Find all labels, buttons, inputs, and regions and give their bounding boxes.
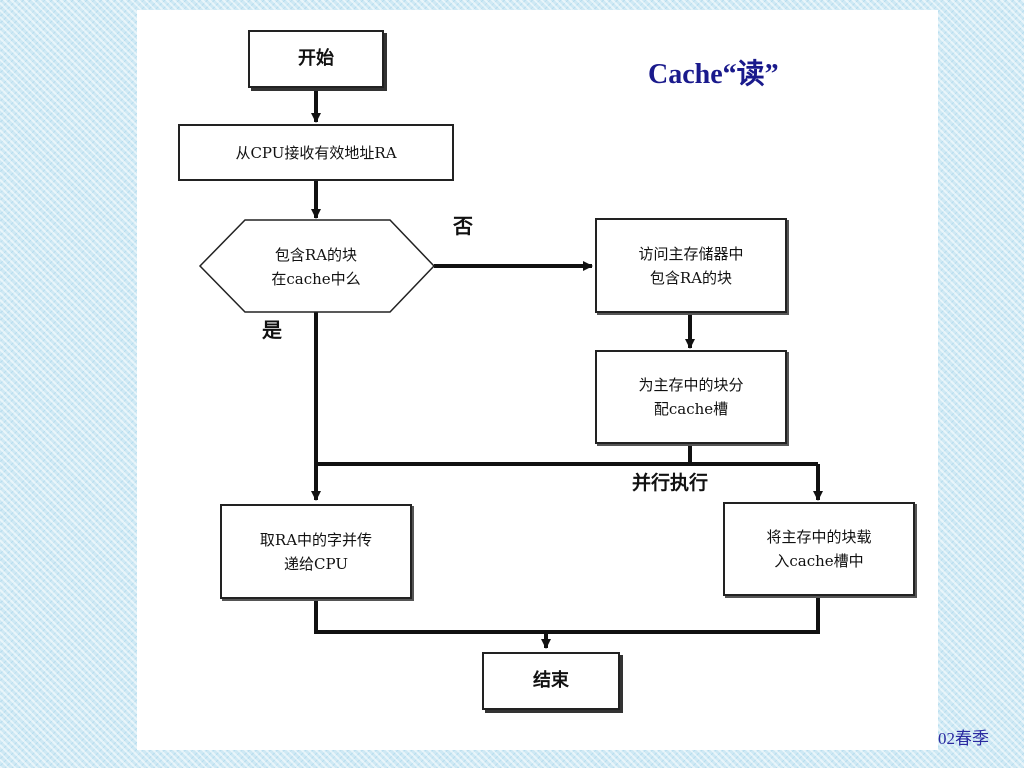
start-node: 开始	[248, 30, 384, 88]
allocate-slot-node: 为主存中的块分 配cache槽	[595, 350, 787, 444]
access-memory-node: 访问主存储器中 包含RA的块	[595, 218, 787, 313]
start-node-label: 开始	[298, 48, 334, 69]
parallel-label: 并行执行	[632, 472, 709, 494]
decision-label: 包含RA的块 在cache中么	[271, 246, 361, 288]
decision-hexagon	[198, 219, 436, 313]
receive-address-label: 从CPU接收有效地址RA	[235, 143, 397, 162]
access-memory-label: 访问主存储器中 包含RA的块	[638, 244, 744, 287]
end-node-label: 结束	[533, 670, 569, 691]
branch-no-label: 否	[453, 214, 473, 238]
fetch-word-node: 取RA中的字并传 递给CPU	[220, 504, 412, 599]
allocate-slot-label: 为主存中的块分 配cache槽	[638, 376, 744, 418]
end-node: 结束	[482, 652, 620, 710]
slide-footer: 02春季	[938, 729, 989, 748]
branch-yes-label: 是	[262, 318, 282, 342]
load-block-node: 将主存中的块载 入cache槽中	[723, 502, 915, 596]
receive-address-node: 从CPU接收有效地址RA	[178, 124, 454, 181]
fetch-word-label: 取RA中的字并传 递给CPU	[259, 530, 373, 573]
line-fetch-to-merge	[314, 596, 820, 634]
load-block-label: 将主存中的块载 入cache槽中	[766, 528, 872, 570]
slide-title: Cache“读”	[648, 59, 779, 90]
